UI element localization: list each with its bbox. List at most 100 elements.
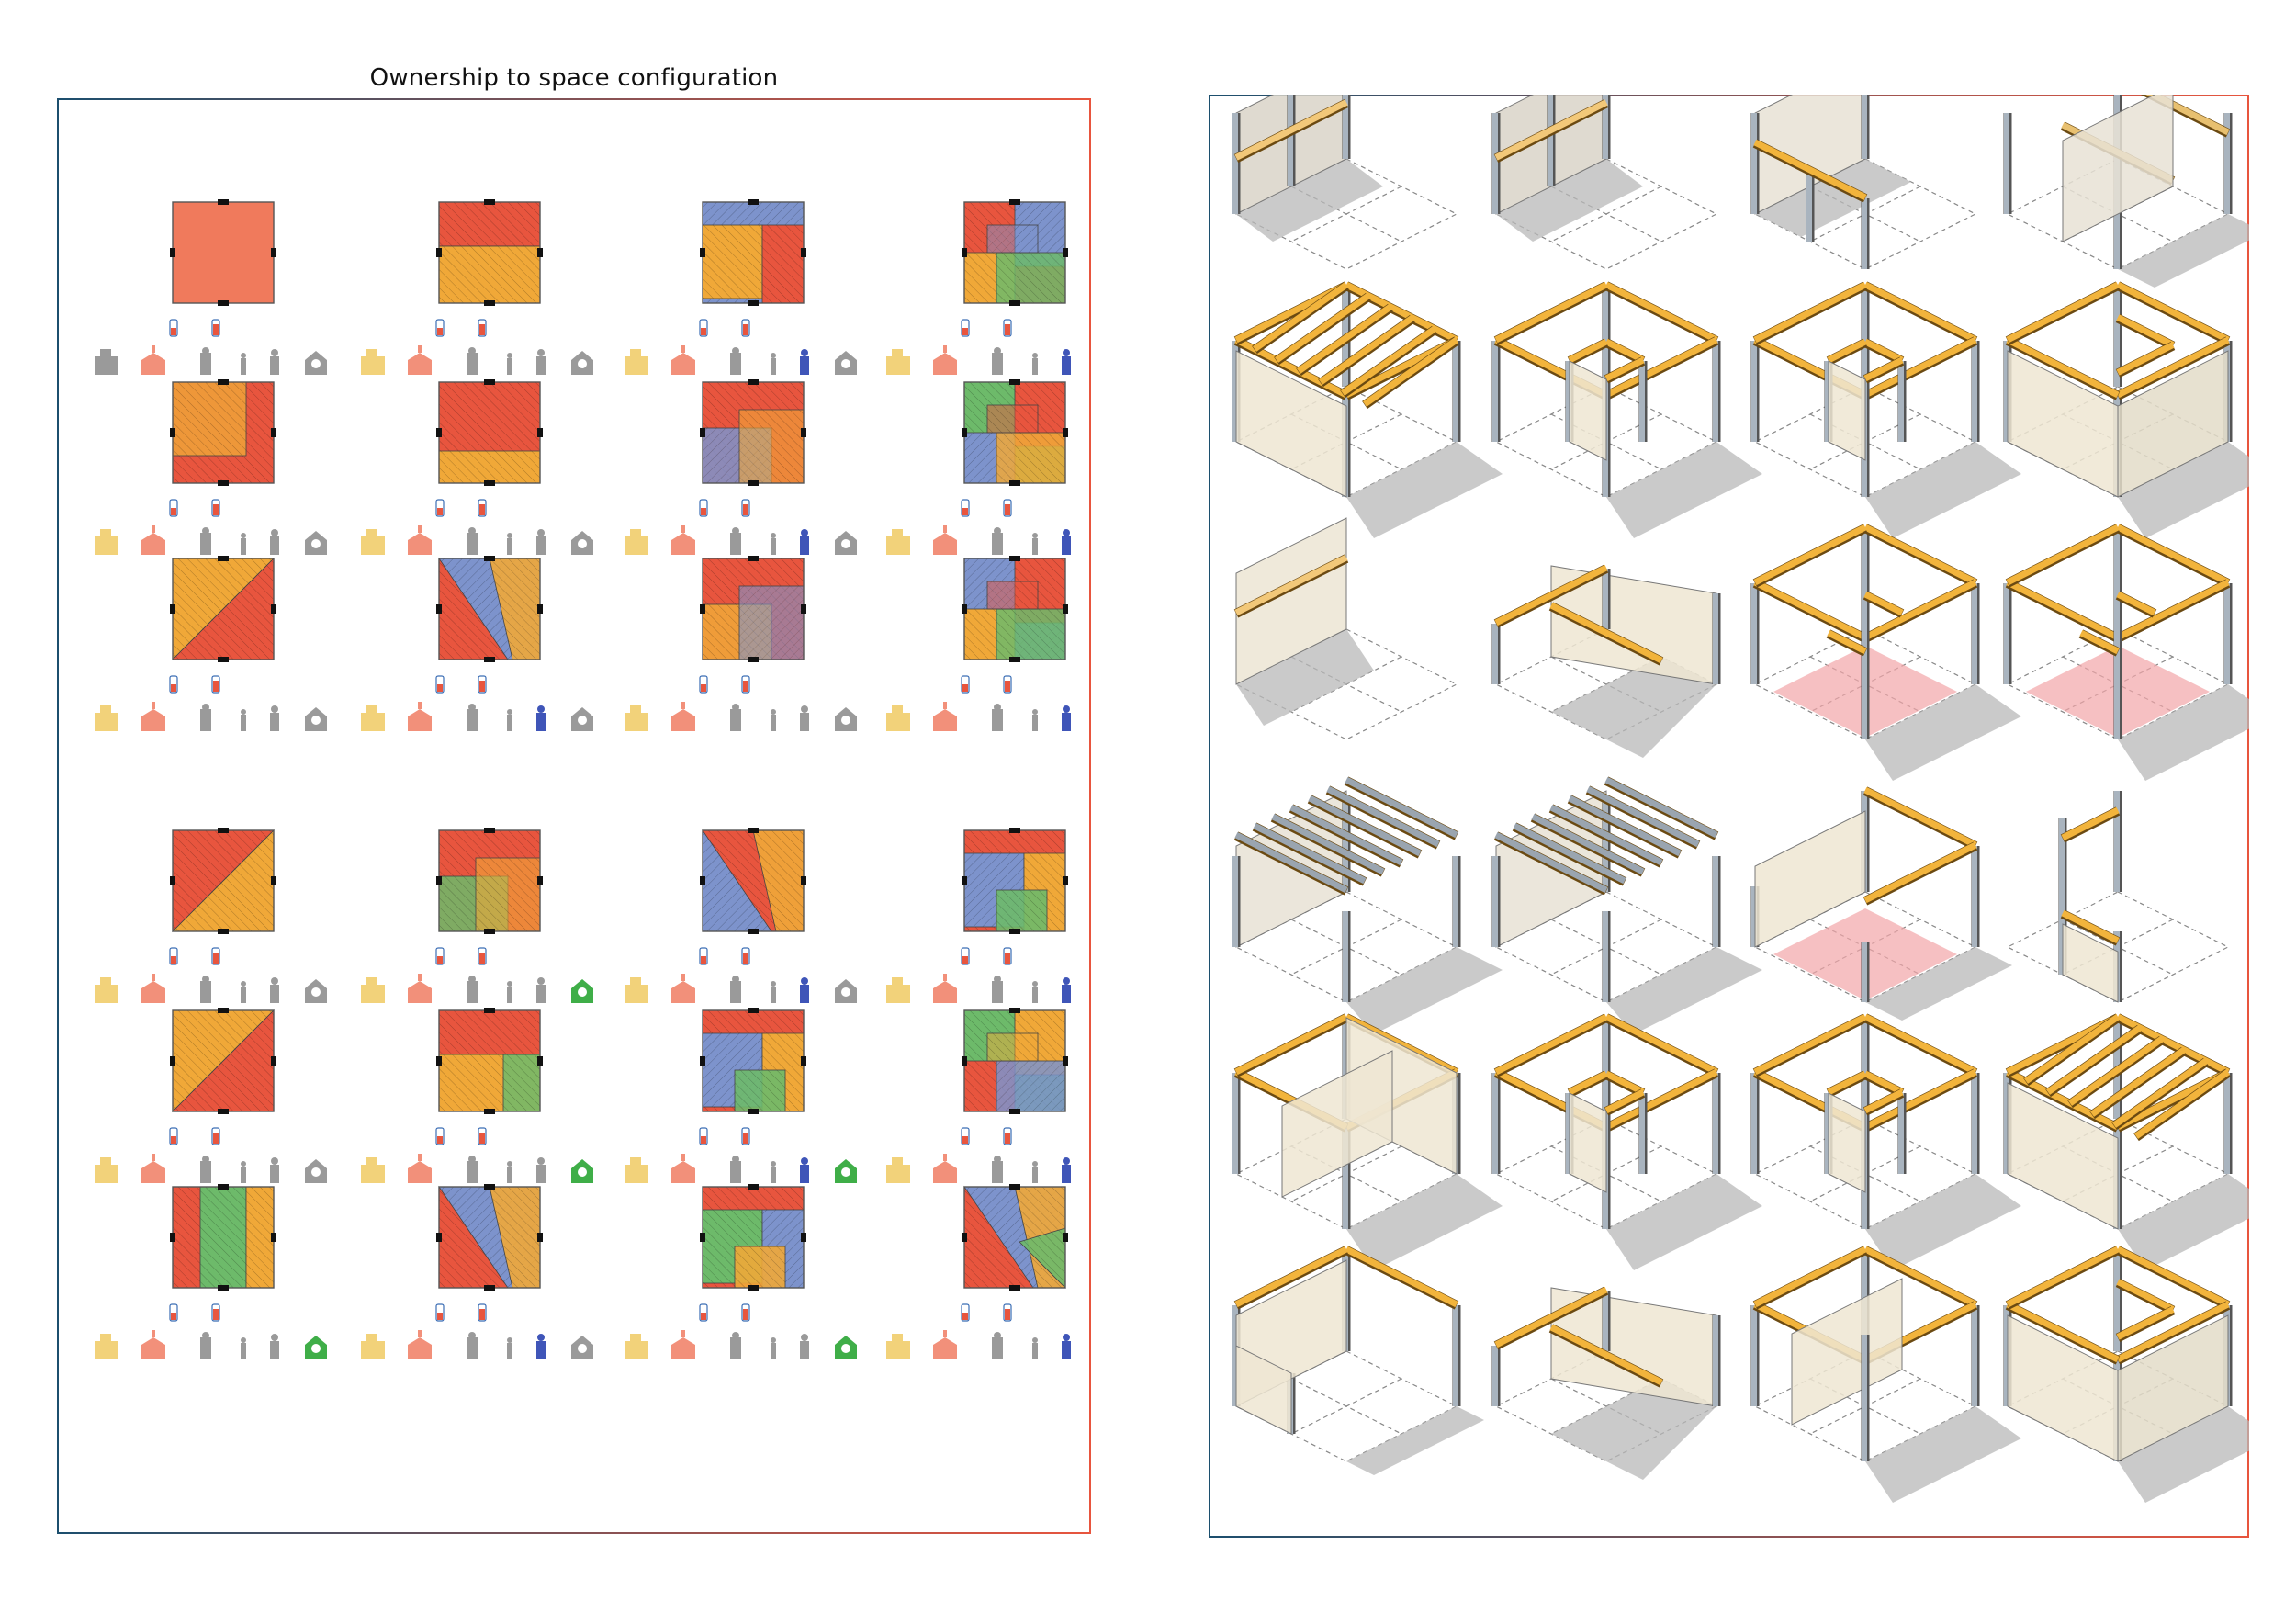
landlord-icon [200, 704, 211, 731]
landlord-icon [200, 527, 211, 555]
cooperative-icon [270, 349, 279, 375]
ownership-plan [625, 828, 857, 1003]
ownership-plan [886, 1008, 1071, 1183]
cooperative-icon [800, 529, 809, 555]
ownership-plan [886, 1184, 1071, 1359]
tenant-icon [1032, 1337, 1038, 1359]
public-institution-icon [408, 1154, 432, 1183]
tenant-icon [241, 981, 246, 1003]
developer-building-icon [95, 1334, 118, 1359]
ownership-plan [886, 556, 1071, 731]
axonometric-model [1750, 786, 2012, 1021]
developer-building-icon [361, 705, 385, 731]
cooperative-icon [1062, 529, 1071, 555]
cooperative-icon [536, 1334, 546, 1359]
public-institution-icon [408, 525, 432, 555]
developer-building-icon [361, 1334, 385, 1359]
ownership-plan [886, 828, 1071, 1003]
axonometric-model [2003, 524, 2249, 781]
cooperative-icon [270, 1157, 279, 1183]
ownership-plan [95, 199, 327, 375]
landlord-icon [467, 1156, 478, 1183]
tenant-icon [241, 533, 246, 555]
axonometric-model [1750, 524, 2021, 781]
cooperative-icon [800, 349, 809, 375]
axonometric-model [1491, 281, 1762, 538]
community-icon [835, 1159, 857, 1183]
community-icon [835, 979, 857, 1003]
developer-building-icon [886, 705, 910, 731]
public-institution-icon [933, 1154, 957, 1183]
landlord-icon [992, 704, 1003, 731]
tenant-icon [507, 533, 512, 555]
tenant-icon [1032, 709, 1038, 731]
landlord-icon [730, 527, 741, 555]
tenant-icon [771, 1337, 776, 1359]
landlord-icon [200, 976, 211, 1003]
community-icon [305, 351, 327, 375]
tenant-icon [771, 981, 776, 1003]
landlord-icon [467, 704, 478, 731]
public-institution-icon [141, 974, 165, 1003]
landlord-icon [730, 1332, 741, 1359]
ownership-plan [361, 379, 593, 555]
developer-building-icon [886, 349, 910, 375]
developer-building-icon [625, 529, 648, 555]
tenant-icon [241, 353, 246, 375]
cooperative-icon [800, 705, 809, 731]
developer-building-icon [625, 977, 648, 1003]
ownership-plan [625, 199, 857, 375]
developer-building-icon [625, 705, 648, 731]
ownership-plan [95, 556, 327, 731]
axonometric-model [2006, 791, 2230, 1003]
developer-building-icon [886, 1334, 910, 1359]
developer-building-icon [95, 529, 118, 555]
developer-building-icon [361, 977, 385, 1003]
ownership-plan [361, 1184, 593, 1359]
cooperative-icon [270, 705, 279, 731]
tenant-icon [1032, 533, 1038, 555]
ownership-plan [625, 1184, 857, 1359]
public-institution-icon [933, 525, 957, 555]
community-icon [571, 707, 593, 731]
community-icon [571, 1336, 593, 1359]
tenant-icon [241, 1161, 246, 1183]
axonometric-model [1232, 281, 1503, 538]
ownership-plans-panel [57, 98, 1091, 1534]
developer-building-icon [886, 1157, 910, 1183]
landlord-icon [992, 1156, 1003, 1183]
community-icon [305, 1159, 327, 1183]
public-institution-icon [933, 702, 957, 731]
public-institution-icon [141, 1330, 165, 1359]
community-icon [571, 979, 593, 1003]
axonometric-model [1233, 517, 1458, 740]
landlord-icon [730, 704, 741, 731]
public-institution-icon [671, 525, 695, 555]
tenant-icon [1032, 1161, 1038, 1183]
right-frame [1209, 95, 2249, 1538]
axonometric-model [1232, 1013, 1503, 1270]
axonometric-model [1491, 1013, 1762, 1270]
landlord-icon [200, 1156, 211, 1183]
ownership-plan [95, 379, 327, 555]
community-icon [305, 979, 327, 1003]
ownership-plan [625, 1008, 857, 1183]
tenant-icon [507, 709, 512, 731]
landlord-icon [992, 1332, 1003, 1359]
axonometric-model [2003, 1246, 2249, 1503]
developer-building-icon [361, 349, 385, 375]
axonometric-panel [1209, 95, 2249, 1538]
cooperative-icon [270, 1334, 279, 1359]
tenant-icon [507, 981, 512, 1003]
public-institution-icon [671, 974, 695, 1003]
ownership-plan [361, 828, 593, 1003]
developer-building-icon [361, 1157, 385, 1183]
landlord-icon [992, 527, 1003, 555]
landlord-icon [730, 347, 741, 375]
community-icon [835, 531, 857, 555]
tenant-icon [1032, 981, 1038, 1003]
community-icon [305, 1336, 327, 1359]
landlord-icon [467, 976, 478, 1003]
developer-building-icon [886, 529, 910, 555]
cooperative-icon [536, 705, 546, 731]
